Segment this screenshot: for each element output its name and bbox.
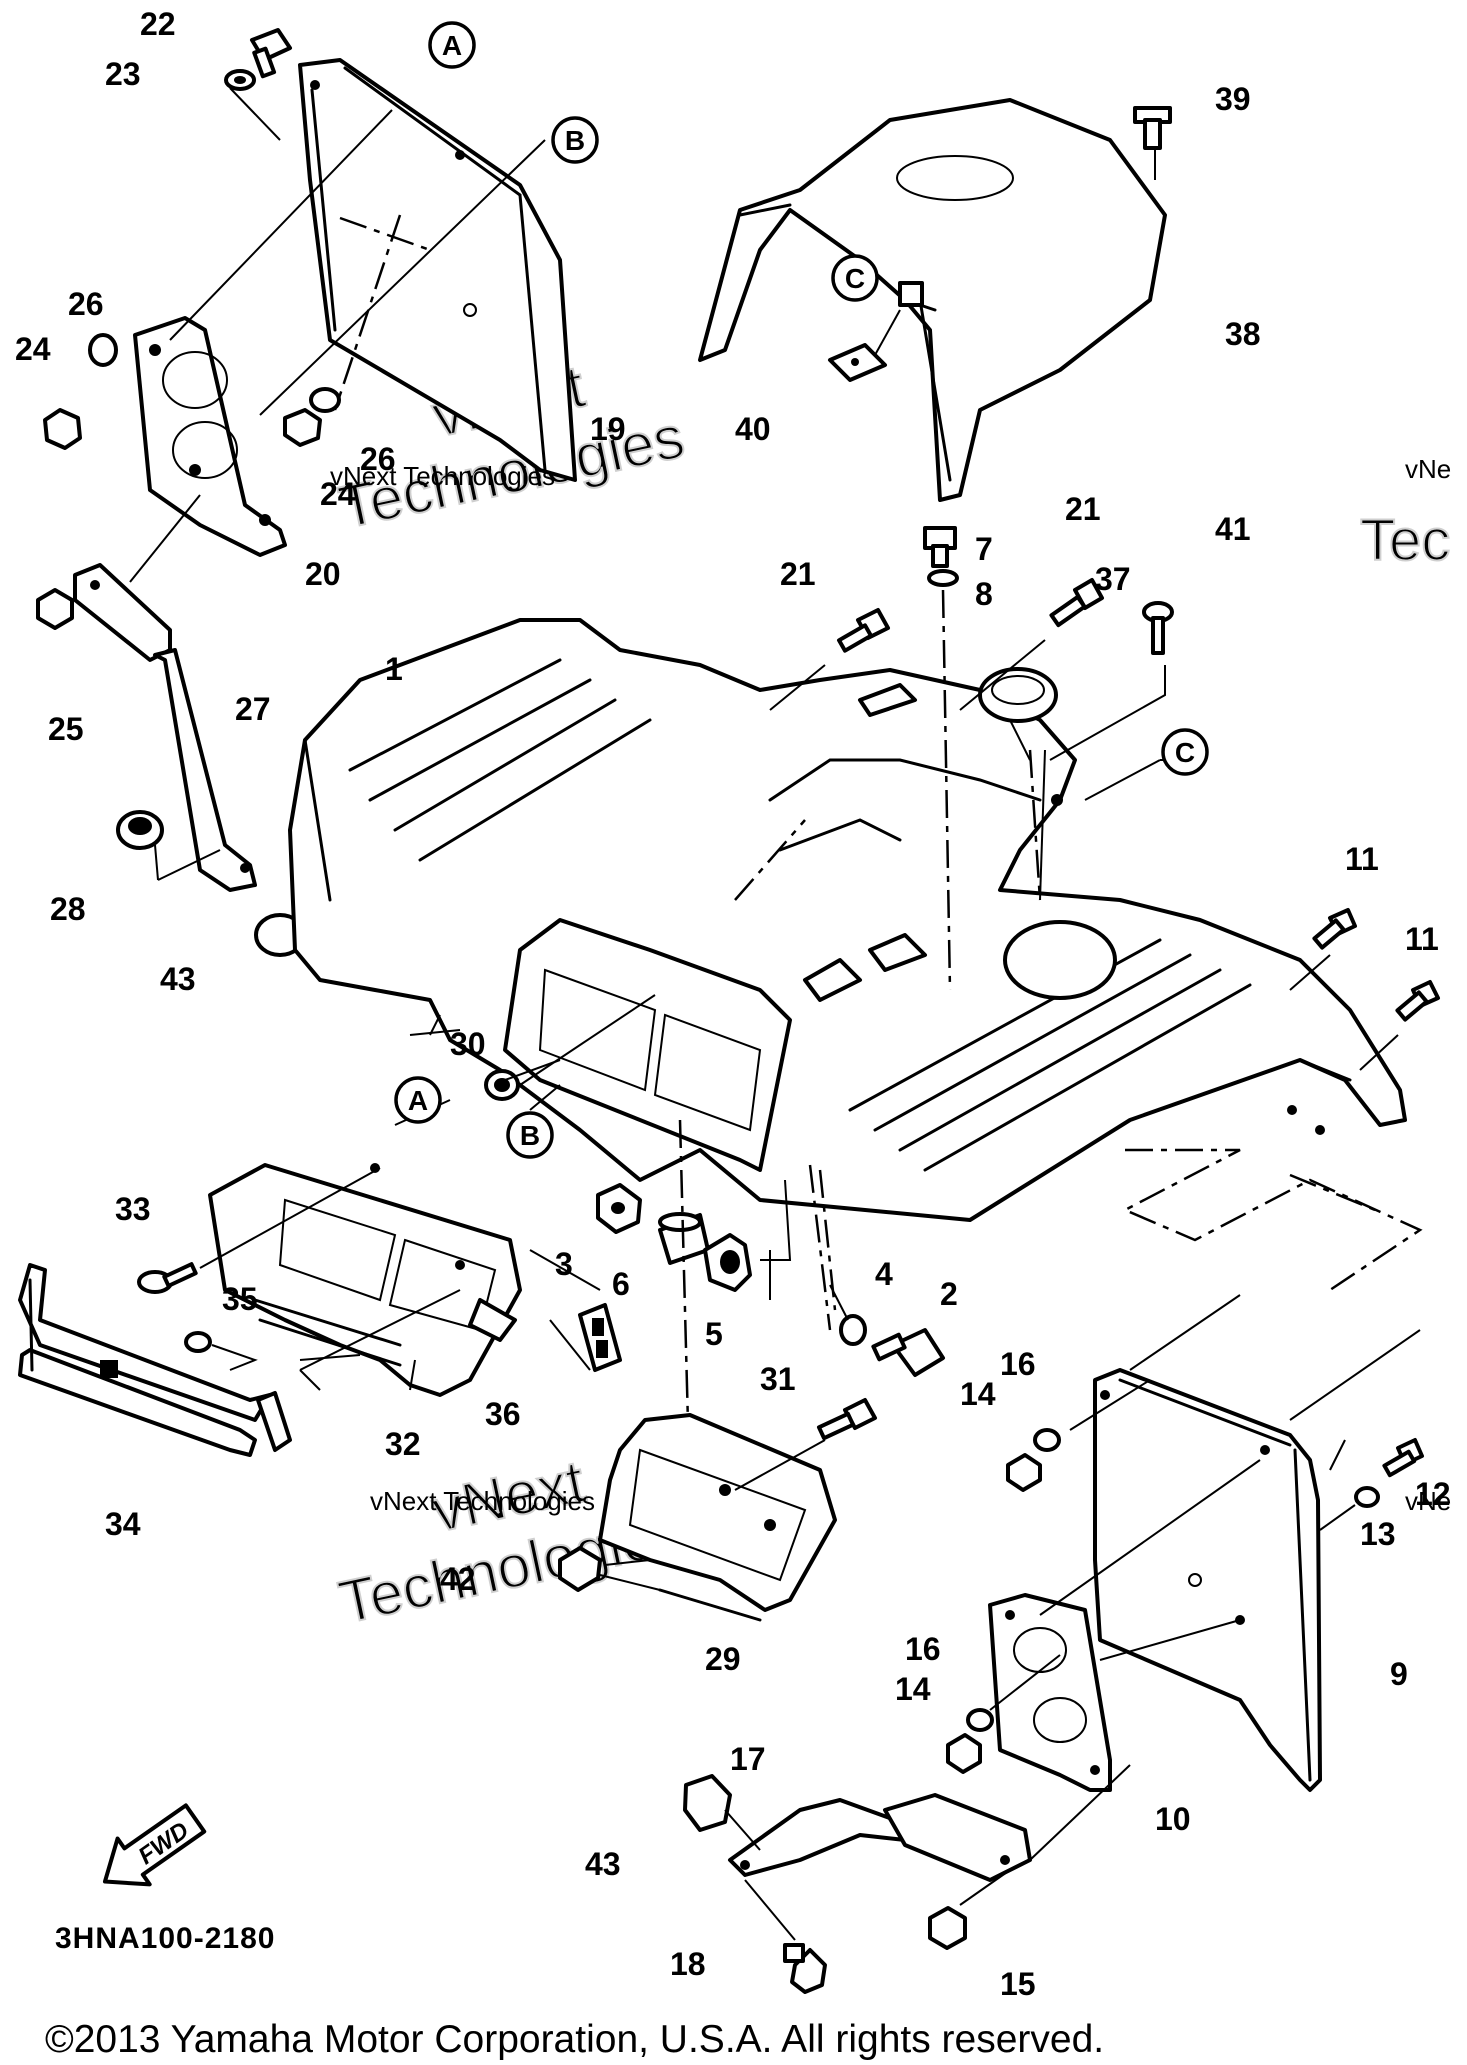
callout-26: 26 bbox=[68, 286, 104, 322]
ref-letter-a-lower: A bbox=[408, 1085, 428, 1116]
stay-17 bbox=[728, 1793, 1032, 1882]
callout-43: 43 bbox=[160, 961, 196, 997]
center-small-parts bbox=[596, 1119, 945, 1501]
screw-42 bbox=[558, 1546, 661, 1592]
callout-36: 36 bbox=[485, 1396, 521, 1432]
callout-16b: 16 bbox=[905, 1631, 941, 1667]
screw-33 bbox=[137, 1167, 381, 1294]
ref-circle-b-lower bbox=[506, 1111, 554, 1159]
callout-19: 19 bbox=[590, 411, 626, 447]
ref-letter-a-top: A bbox=[442, 30, 462, 61]
callout-34: 34 bbox=[105, 1506, 141, 1542]
ref-letter-b-lower: B bbox=[520, 1120, 540, 1151]
watermark-small-2: vNext Technologies bbox=[370, 1486, 595, 1516]
callout-18: 18 bbox=[670, 1946, 706, 1982]
edge-watermark-small-2: vNe bbox=[1405, 1486, 1451, 1516]
reference-circles: A B C C A B bbox=[394, 21, 1209, 1159]
light-housing-29 bbox=[598, 1413, 837, 1622]
edge-watermark-big: Tec bbox=[1360, 508, 1450, 573]
callout-33: 33 bbox=[115, 1191, 151, 1227]
bracket-plate-20 bbox=[133, 316, 287, 557]
callout-21: 21 bbox=[780, 556, 816, 592]
callout-32: 32 bbox=[385, 1426, 421, 1462]
ref-letter-c-right: C bbox=[1175, 737, 1195, 768]
callout-27: 27 bbox=[235, 691, 271, 727]
callout-24b: 24 bbox=[320, 476, 356, 512]
ref-circle-a-lower bbox=[394, 1076, 442, 1124]
ref-circle-b-top bbox=[551, 116, 599, 164]
callout-12: 12 bbox=[1415, 1476, 1451, 1512]
callout-41: 41 bbox=[1215, 511, 1251, 547]
ref-letter-c-top: C bbox=[845, 263, 865, 294]
callout-25: 25 bbox=[48, 711, 84, 747]
callout-20: 20 bbox=[305, 556, 341, 592]
callout-37: 37 bbox=[1095, 561, 1131, 597]
fwd-arrow: FWD bbox=[102, 1803, 207, 1887]
callout-26b: 26 bbox=[360, 441, 396, 477]
callout-2: 2 bbox=[940, 1276, 958, 1312]
bolt-39 bbox=[1133, 106, 1172, 180]
ref-circle-c-top bbox=[831, 254, 879, 302]
copyright-notice: ©2013 Yamaha Motor Corporation, U.S.A. A… bbox=[45, 2018, 1104, 2061]
stay-27 bbox=[73, 563, 257, 892]
fasteners-top-left bbox=[36, 28, 546, 957]
callout-7: 7 bbox=[975, 531, 993, 567]
callout-38: 38 bbox=[1225, 316, 1261, 352]
callout-30: 30 bbox=[450, 1026, 486, 1062]
switch-36 bbox=[578, 1303, 622, 1372]
callout-23: 23 bbox=[105, 56, 141, 92]
callout-numbers: 22 23 24 26 26 24 19 20 25 27 28 43 1 21… bbox=[15, 6, 1451, 2002]
callout-22: 22 bbox=[140, 6, 176, 42]
callout-5: 5 bbox=[705, 1316, 723, 1352]
front-panel-left bbox=[298, 58, 577, 482]
callout-42: 42 bbox=[440, 1561, 476, 1597]
callout-15: 15 bbox=[1000, 1966, 1036, 2002]
callout-29: 29 bbox=[705, 1641, 741, 1677]
callout-24: 24 bbox=[15, 331, 51, 367]
screw-41 bbox=[1049, 601, 1174, 761]
callout-8: 8 bbox=[975, 576, 993, 612]
diagram-code: 3HNA100-2180 bbox=[55, 1922, 275, 1955]
callout-40: 40 bbox=[735, 411, 771, 447]
callout-14: 14 bbox=[960, 1376, 996, 1412]
callout-11: 11 bbox=[1345, 841, 1379, 877]
bumper-guard-34 bbox=[18, 1263, 292, 1457]
callout-35: 35 bbox=[222, 1281, 258, 1317]
fasteners-lower-right bbox=[683, 1379, 1424, 1994]
callout-14b: 14 bbox=[895, 1671, 931, 1707]
callout-13: 13 bbox=[1360, 1516, 1396, 1552]
screw-31 bbox=[734, 1398, 877, 1491]
screw-35 bbox=[184, 1289, 461, 1371]
callout-21b: 21 bbox=[1065, 491, 1101, 527]
callout-39: 39 bbox=[1215, 81, 1251, 117]
ref-circle-c-right bbox=[1161, 728, 1209, 776]
front-fender-main bbox=[288, 618, 1407, 1222]
callout-11b: 11 bbox=[1405, 921, 1439, 957]
callout-1: 1 bbox=[385, 651, 403, 687]
edge-watermark-small: vNe bbox=[1405, 454, 1451, 484]
callout-43b: 43 bbox=[585, 1846, 621, 1882]
callout-16: 16 bbox=[1000, 1346, 1036, 1382]
bolts-21 bbox=[769, 578, 1104, 711]
callout-17: 17 bbox=[730, 1741, 766, 1777]
watermark-small-1: vNext Technologies bbox=[330, 461, 555, 491]
top-cover-38 bbox=[698, 98, 1167, 502]
ref-letter-b-top: B bbox=[565, 125, 585, 156]
clip-40 bbox=[828, 309, 901, 382]
callout-3: 3 bbox=[555, 1246, 573, 1282]
callout-4: 4 bbox=[875, 1256, 893, 1292]
callout-28: 28 bbox=[50, 891, 86, 927]
bolts-11 bbox=[1289, 908, 1440, 1071]
callout-10: 10 bbox=[1155, 1801, 1191, 1837]
bolt-7-washer-8 bbox=[923, 526, 959, 991]
headlight-bezel-32 bbox=[208, 1163, 522, 1397]
side-panel-9 bbox=[1093, 1368, 1322, 1792]
callout-9: 9 bbox=[1390, 1656, 1408, 1692]
ref-circle-a-top bbox=[428, 21, 476, 69]
callout-6: 6 bbox=[612, 1266, 630, 1302]
callout-31: 31 bbox=[760, 1361, 796, 1397]
bracket-plate-10 bbox=[988, 1593, 1112, 1792]
fuel-cap-37 bbox=[978, 667, 1058, 723]
